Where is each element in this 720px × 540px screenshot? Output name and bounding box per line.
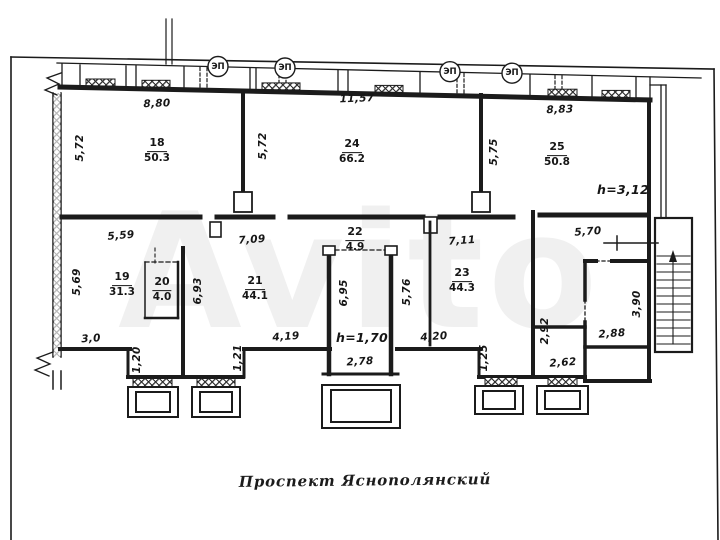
page-frame	[10, 56, 719, 540]
exterior-walls	[33, 72, 667, 390]
stair-direction-arrow	[669, 250, 677, 262]
north-facade-band	[56, 62, 702, 103]
central-shaft-walls	[321, 245, 400, 377]
offpage-wall-lines	[165, 18, 173, 65]
wall-break-mark-top	[43, 72, 62, 96]
east-window-mark	[603, 235, 659, 251]
closet-20-walls	[143, 247, 180, 320]
window-mullions	[79, 64, 637, 101]
door-jamb	[209, 221, 222, 238]
wall-pier	[471, 191, 491, 213]
street-name-label: Проспект Яснополянский	[238, 470, 492, 491]
ep-circles	[207, 55, 523, 84]
external-staircase	[653, 216, 694, 354]
interior-walls	[59, 90, 659, 380]
wall-pier	[233, 191, 253, 213]
wall-break-mark-bottom	[33, 351, 54, 377]
entrance-porches	[127, 384, 589, 429]
